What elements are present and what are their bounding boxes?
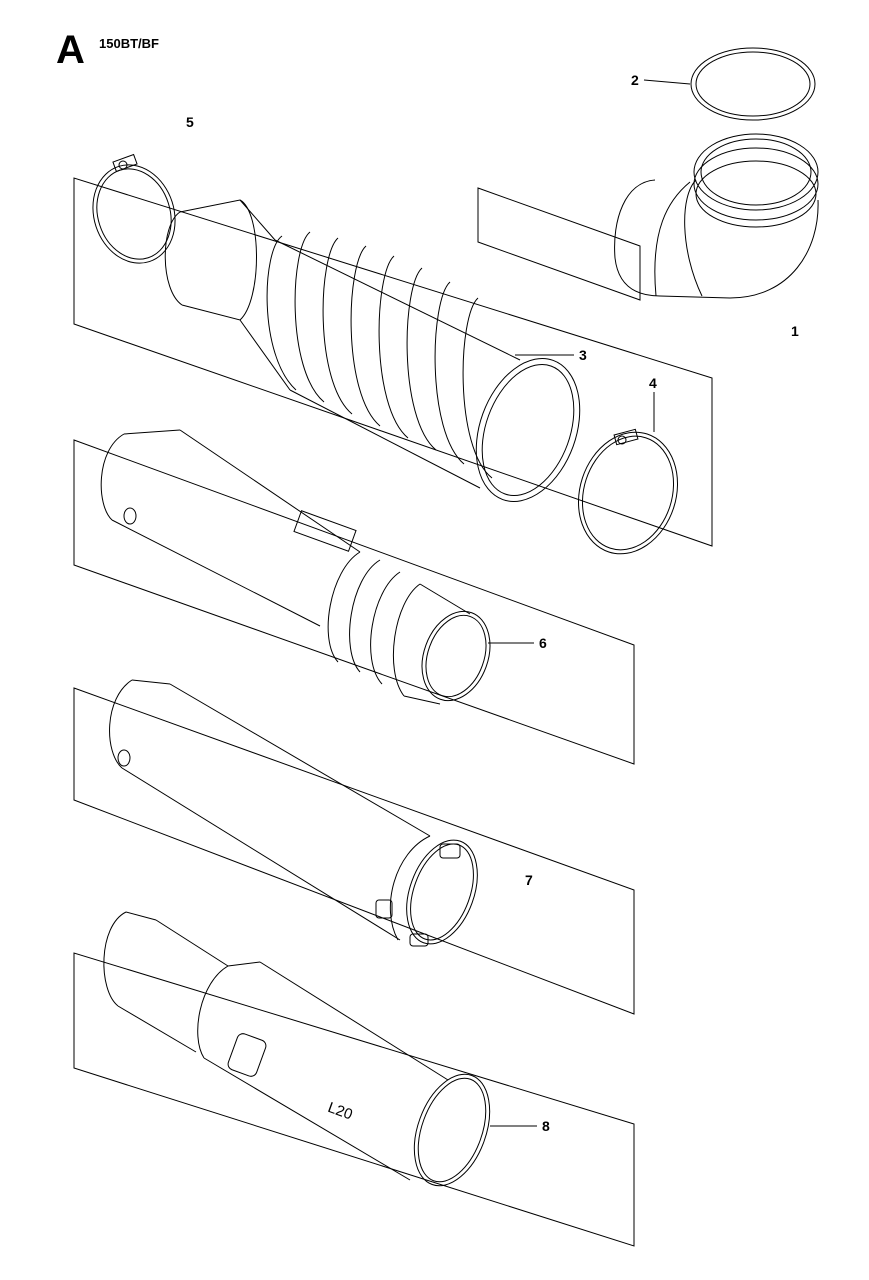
tube-marking-text: L20	[325, 1099, 354, 1124]
leader-line-2	[644, 80, 690, 84]
callout-7: 7	[525, 872, 533, 888]
callout-6: 6	[539, 635, 547, 651]
seal-ring-part-2	[691, 48, 815, 120]
hose-clamp-part-4	[563, 419, 693, 567]
callout-2: 2	[631, 72, 639, 88]
elbow-part-1	[615, 134, 819, 298]
callout-4: 4	[649, 375, 657, 391]
assembly-plane-tube-8	[74, 953, 634, 1246]
assembly-plane-elbow	[478, 188, 640, 300]
callout-3: 3	[579, 347, 587, 363]
assembly-plane-tube-7	[74, 688, 634, 1014]
tube-part-6	[101, 430, 502, 710]
assembly-plane-tube-6	[74, 440, 634, 764]
callout-8: 8	[542, 1118, 550, 1134]
bellows-hose-part-3	[165, 200, 598, 516]
model-label: 150BT/BF	[99, 36, 159, 51]
callout-1: 1	[791, 323, 799, 339]
callout-5: 5	[186, 114, 194, 130]
hose-clamp-part-5	[81, 154, 188, 274]
section-letter: A	[56, 28, 85, 72]
assembly-plane-upper	[74, 178, 712, 546]
nozzle-tube-part-8: L20	[104, 912, 504, 1196]
blower-tube-part-7	[110, 680, 491, 954]
